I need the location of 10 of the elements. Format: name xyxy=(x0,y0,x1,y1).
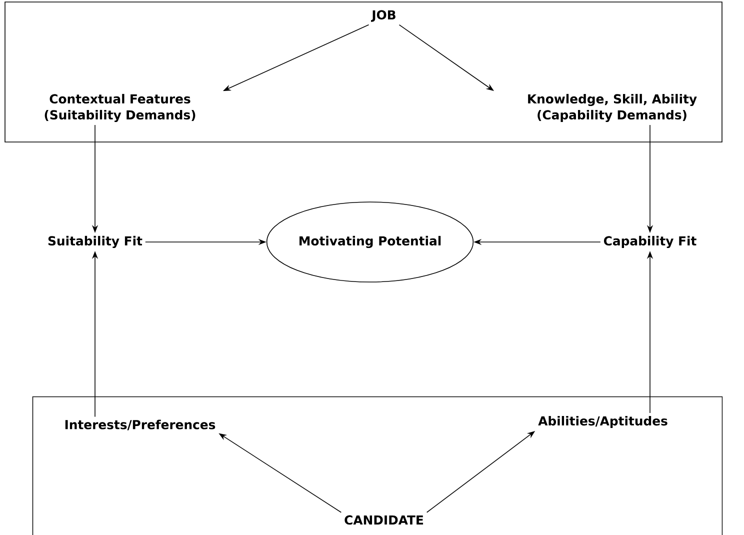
text-label: Interests/Preferences xyxy=(65,420,216,430)
text-label: Knowledge, Skill, Ability (Capability Demands) xyxy=(528,94,697,122)
text-label: Abilities/Aptitudes xyxy=(538,416,668,428)
text-label: Contextual Features (Suitability Demands) xyxy=(44,94,196,122)
frame-box xyxy=(4,2,722,142)
frame-box xyxy=(32,396,723,535)
fit-label: Capability Fit xyxy=(604,236,696,248)
heading-label: CANDIDATE xyxy=(344,515,424,525)
heading-label: JOB xyxy=(371,10,396,22)
fit-label: Suitability Fit xyxy=(48,236,142,248)
